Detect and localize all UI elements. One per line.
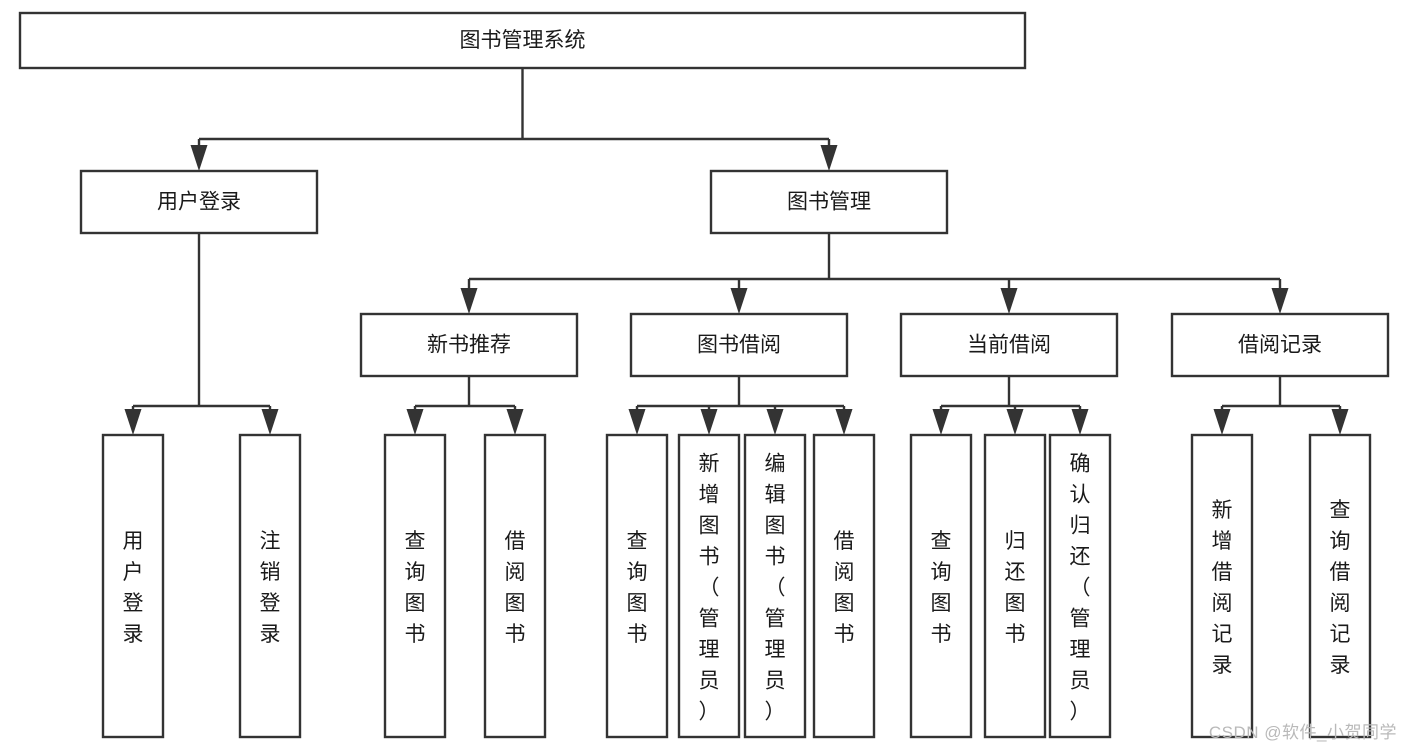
connector-c-login [124,233,279,435]
node-bookmgmt[interactable]: 图书管理 [709,169,949,235]
node-label: 确认归还（管理员） [1070,453,1091,724]
node-label: 当前借阅 [967,334,1051,357]
node-label: 图书管理系统 [460,29,586,52]
edges-layer [124,68,1349,435]
node-label: 查询图书 [931,530,952,646]
node-label: 注销登录 [260,530,281,646]
node-cu-return[interactable]: 归还图书 [983,433,1047,739]
node-rc-add[interactable]: 新增借阅记录 [1190,433,1254,739]
connector-c-bookmgmt [460,233,1289,314]
node-bw-edit[interactable]: 编辑图书（管理员） [743,433,807,739]
node-current[interactable]: 当前借阅 [899,312,1119,378]
node-label: 编辑图书（管理员） [765,453,786,724]
node-label: 新增借阅记录 [1212,499,1233,677]
node-newbook[interactable]: 新书推荐 [359,312,579,378]
node-label: 借阅图书 [834,530,855,646]
node-login[interactable]: 用户登录 [79,169,319,235]
node-borrow[interactable]: 图书借阅 [629,312,849,378]
node-label: 查询图书 [627,530,648,646]
node-logout[interactable]: 注销登录 [238,433,302,739]
node-label: 图书管理 [787,191,871,214]
node-bw-add[interactable]: 新增图书（管理员） [677,433,741,739]
node-nb-borrow[interactable]: 借阅图书 [483,433,547,739]
node-root[interactable]: 图书管理系统 [18,11,1027,70]
nodes-layer: 图书管理系统用户登录图书管理新书推荐图书借阅当前借阅借阅记录用户登录注销登录查询… [18,11,1390,739]
node-label: 新书推荐 [427,334,511,357]
node-nb-query[interactable]: 查询图书 [383,433,447,739]
node-label: 用户登录 [123,530,144,646]
connector-c-borrow [628,376,853,435]
node-rc-query[interactable]: 查询借阅记录 [1308,433,1372,739]
connector-c-root [190,68,838,171]
node-label: 新增图书（管理员） [699,453,720,724]
node-label: 归还图书 [1005,530,1026,646]
node-userlogin[interactable]: 用户登录 [101,433,165,739]
node-label: 用户登录 [157,191,241,214]
node-cu-confirm[interactable]: 确认归还（管理员） [1048,433,1112,739]
node-cu-query[interactable]: 查询图书 [909,433,973,739]
node-records[interactable]: 借阅记录 [1170,312,1390,378]
connector-c-current [932,376,1089,435]
node-bw-borrow[interactable]: 借阅图书 [812,433,876,739]
node-label: 借阅记录 [1238,334,1322,357]
node-label: 图书借阅 [697,334,781,357]
node-label: 查询图书 [405,530,426,646]
node-bw-query[interactable]: 查询图书 [605,433,669,739]
connector-c-newbook [406,376,524,435]
connector-c-records [1213,376,1349,435]
node-label: 查询借阅记录 [1330,499,1351,677]
node-label: 借阅图书 [505,530,526,646]
